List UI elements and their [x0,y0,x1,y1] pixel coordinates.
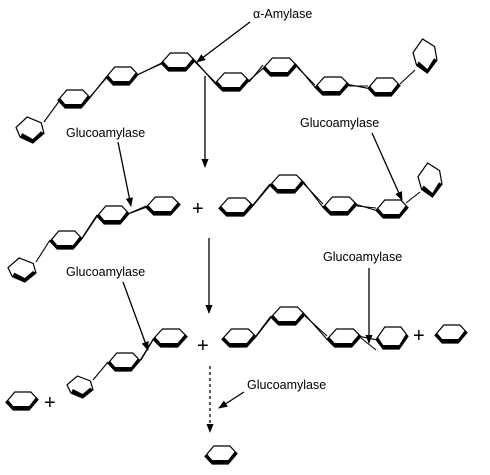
glucose-ring-bold-edge [215,78,249,91]
glycosidic-bond [129,205,147,214]
glucose-ring-bold-edge [222,334,256,347]
glucose-ring-bold-edge [368,83,400,96]
glucoamylase-arrow-1 [117,141,133,207]
glycosidic-bond [43,99,61,123]
glucose-ring-bold-edge [153,334,187,347]
glycosidic-bond [360,336,377,341]
glycosidic-bond [296,66,316,86]
glycosidic-bond [138,63,162,75]
glucoamylase-arrow-3 [122,281,149,351]
glycosidic-bond [405,191,421,204]
glucoamylase-arrow-2 [371,132,403,201]
glucose-ring-bold-edge [271,312,305,325]
glucose-ring-bold-edge [421,182,442,197]
glucose-ring-bold-edge [270,180,304,193]
shorter-fragments [66,306,468,399]
glucose-ring-bold-edge [20,131,44,143]
plus-sign-1: + [192,198,204,220]
glucose-ring-bold-edge [416,58,437,73]
free-glucose [5,391,238,465]
glycosidic-bond [356,205,377,209]
glucose-ring-bold-edge [106,72,138,85]
glucose-ring-bold-edge [376,333,408,349]
glucose-ring-bold-edge [205,451,237,464]
glucose-ring-bold-edge [6,397,38,410]
glycosidic-bond [92,361,109,381]
glucoamylase-label-5: Glucoamylase [247,378,326,392]
glucose-ring-bold-edge [323,202,357,215]
alpha-amylase-arrow [196,21,251,63]
glucoamylase-label-4: Glucoamylase [323,250,402,264]
glucose-ring-bold-edge [376,205,408,218]
glycosidic-bond [255,315,272,337]
glycosidic-bond [194,61,216,83]
glycosidic-bond [35,239,51,263]
glycosidic-bond [252,183,271,206]
glycosidic-bond [303,183,324,205]
glucose-ring-bold-edge [12,271,36,282]
glucose-ring-bold-edge [435,330,467,343]
glucose-ring-bold-edge [315,82,349,95]
alpha-amylase-label: α-Amylase [253,7,312,21]
glucose-ring-bold-edge [146,202,180,215]
glucose-ring-bold-edge [58,95,90,108]
glycosidic-bond [304,315,328,337]
dextrin-fragments [7,162,443,283]
glucoamylase-label-2: Glucoamylase [300,116,379,130]
glucoamylase-label-3: Glucoamylase [66,265,145,279]
starch-chain [15,38,438,144]
glucose-ring-bold-edge [327,334,361,347]
glucose-ring-bold-edge [50,236,82,249]
glucose-ring-bold-edge [97,211,129,224]
glycosidic-bond [360,337,377,351]
glucose-ring-bold-edge [219,203,253,216]
glycosidic-bond [399,69,416,85]
glycosidic-bond [81,214,98,239]
glucose-ring-bold-edge [108,358,140,371]
glycosidic-bond [140,339,154,361]
glucose-ring-bold-edge [161,58,195,71]
plus-sign-2: + [197,335,209,357]
glycosidic-bond [89,75,109,98]
glucose-ring-bold-edge [263,63,297,76]
plus-sign-3: + [413,325,425,347]
glucose-ring-bold-edge [70,387,93,398]
glycosidic-bond [248,64,264,83]
plus-sign-4: + [44,392,56,414]
glucoamylase-label-1: Glucoamylase [66,126,145,140]
glucoamylase-arrow-5 [218,391,245,409]
